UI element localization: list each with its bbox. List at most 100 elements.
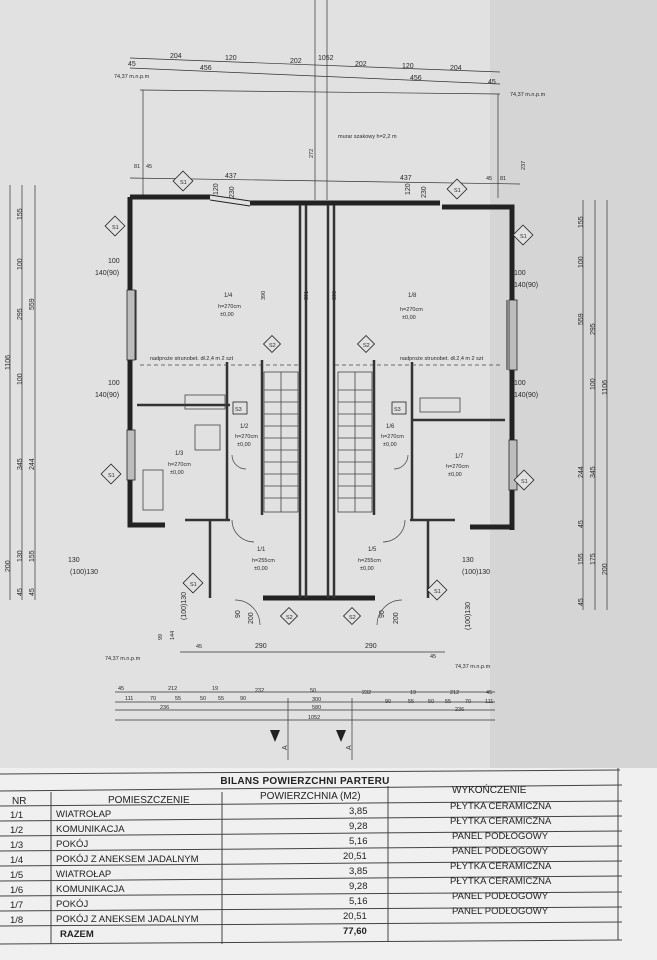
bottom-dims-row2: 45 212 19 232 50 232 19 212 45 [118,686,492,696]
room-label-1-2: 1/2 h=270cm ±0,00 [235,424,258,448]
svg-text:h=270cm: h=270cm [446,464,469,470]
row-finish: PŁYTKA CERAMICZNA [450,801,552,812]
room-label-1-7: 1/7 h=270cm ±0,00 [446,454,469,478]
svg-text:h=270cm: h=270cm [168,462,191,468]
lintel-note-right: nadproże strunobet. dł.2,4 m 2 szt [400,356,484,362]
window-label-5: 100 [514,270,526,277]
svg-text:90: 90 [240,696,246,702]
left-dim-200: 200 [5,560,12,572]
svg-text:S1: S1 [520,234,527,240]
svg-text:1/2: 1/2 [240,424,249,430]
left-dim-130: 130 [17,550,24,562]
room-label-1-5: 1/5 h=255cm ±0,00 [358,547,381,572]
floor-plan-drawing: 204 120 202 1052 202 120 204 45 456 456 … [5,0,657,768]
bottom-dimension-lines [115,651,495,760]
row-finish: PANEL PODŁOGOWY [452,846,549,857]
right-dim-244: 244 [578,466,585,478]
row-room: WIATROŁAP [56,809,112,820]
svg-text:55: 55 [408,699,414,705]
left-dim-559: 559 [29,298,36,310]
half-dim-right: 437 [400,175,412,182]
svg-text:h=270cm: h=270cm [218,304,241,310]
left-dim-155: 155 [17,208,24,220]
svg-text:S1: S1 [454,188,461,194]
svg-text:55: 55 [445,699,451,705]
svg-text:±0,00: ±0,00 [402,315,416,321]
svg-text:1/6: 1/6 [386,424,395,430]
row-room: POKÓJ Z ANEKSEM JADALNYM [56,854,199,865]
row-finish: PANEL PODŁOGOWY [452,906,549,917]
side-small-3: 45 [486,176,492,182]
svg-text:580: 580 [312,705,321,711]
windows [126,289,518,491]
section-label-a-left: A [282,745,289,750]
left-dim-345: 345 [17,458,24,470]
svg-text:232: 232 [362,690,371,696]
bottom-dims-row3: 111 70 55 50 55 90 300 90 55 50 55 70 11… [125,696,493,705]
door-swings [231,454,409,626]
chimney-note: murar szakowy h=2,2 m [338,134,397,140]
svg-text:50: 50 [310,688,316,694]
row-area: 3,85 [349,866,368,877]
row-nr: 1/1 [10,810,24,821]
left-dimension-lines [9,185,36,600]
left-dim-45b: 45 [29,588,36,596]
row-room: POKÓJ Z ANEKSEM JADALNYM [56,914,199,925]
top-dim-1: 204 [170,53,182,60]
right-dim-175: 175 [590,553,597,565]
row-room: POKÓJ [56,899,89,910]
stair-dim-3: 390 [332,291,338,300]
lintel-note-left: nadproże strunobet. dł.2,4 m 2 szt [150,356,234,362]
bottom-level-left: 74,37 m.n.p.m [105,656,141,662]
staircase-right [337,371,373,513]
svg-text:S3: S3 [235,407,242,413]
header-room: POMIESZCZENIE [108,795,190,806]
door-label-2: (100)130 [70,569,98,576]
room-label-1-3: 1/3 h=270cm ±0,00 [168,451,191,476]
height-237: 237 [521,161,527,170]
top-dim-row2-d: 45 [488,79,496,86]
row-area: 20,51 [343,911,367,922]
room-label-1-6: 1/6 h=270cm ±0,00 [381,424,404,448]
svg-text:50: 50 [200,696,206,702]
svg-text:232: 232 [255,688,264,694]
door-label-6: (100)130 [465,602,472,630]
room-label-1-1: 1/1 h=255cm ±0,00 [252,547,275,572]
kitchen-fixtures [142,394,461,511]
top-dim-total: 1052 [318,55,334,62]
top-dim-7: 204 [450,65,462,72]
height-230-right: 230 [421,186,428,198]
window-label-6: 140(90) [514,282,538,289]
svg-text:50: 50 [428,699,434,705]
svg-text:111: 111 [125,696,133,702]
window-label-8: 140(90) [514,392,538,399]
table-grid [0,768,657,960]
header-finish: WYKOŃCZENIE [452,785,527,796]
svg-text:S2: S2 [269,343,276,349]
top-dim-row2-c: 456 [410,75,422,82]
bottom-total: 1052 [308,715,320,721]
total-label: RAZEM [60,929,94,940]
svg-text:±0,00: ±0,00 [254,566,268,572]
height-230-left: 230 [229,186,236,198]
row-nr: 1/3 [10,840,24,851]
svg-text:h=270cm: h=270cm [400,307,423,313]
svg-text:55: 55 [175,696,181,702]
interior-walls [137,205,505,598]
svg-text:S2: S2 [286,615,293,621]
svg-text:S1: S1 [112,225,119,231]
row-nr: 1/5 [10,870,24,881]
row-finish: PANEL PODŁOGOWY [452,831,549,842]
svg-text:1/8: 1/8 [408,293,417,299]
header-area: POWIERZCHNIA (M2) [260,791,361,802]
row-room: KOMUNIKACJA [56,824,125,835]
door-label-10: 200 [393,612,400,624]
top-dim-2: 120 [225,55,237,62]
right-dim-100a: 100 [578,256,585,268]
left-dim-295: 295 [17,308,24,320]
svg-text:1/3: 1/3 [175,451,184,457]
svg-text:19: 19 [212,686,218,692]
room-label-1-4: 1/4 h=270cm ±0,00 [218,293,241,318]
svg-text:70: 70 [150,696,156,702]
svg-text:S1: S1 [108,473,115,479]
